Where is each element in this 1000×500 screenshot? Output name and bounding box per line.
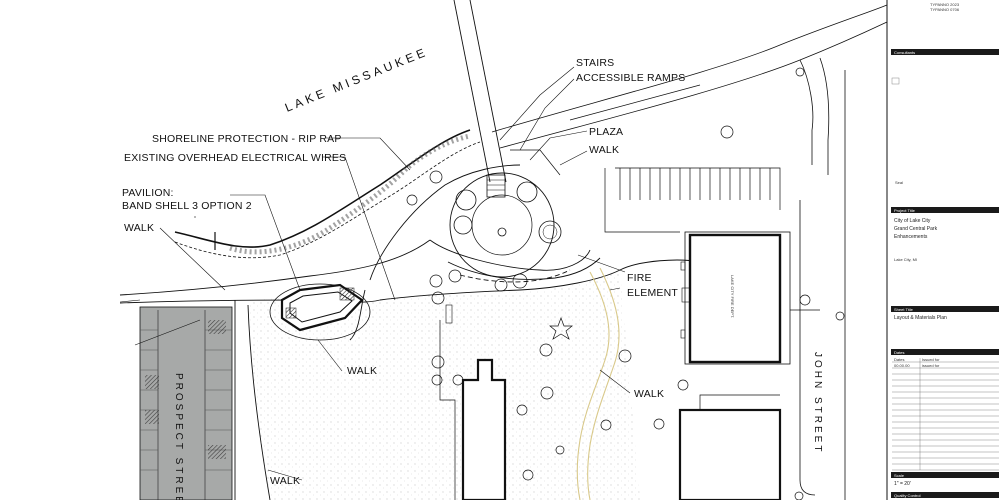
bench (445, 304, 453, 324)
pavilion-label-line2: BAND SHELL 3 OPTION 2 (122, 200, 252, 212)
plaza-label: PLAZA (589, 126, 623, 138)
seal-heading: Seal (895, 180, 903, 185)
lower-right-building (678, 394, 782, 500)
central-long-building (461, 358, 507, 500)
prospect-street-label: PROSPECT STREET (173, 373, 184, 500)
prospect-street-parking (119, 299, 233, 500)
center-walk-label: WALK (634, 388, 664, 400)
plaza (449, 149, 562, 278)
quality-control-header-bar (891, 492, 999, 498)
dates-col-issued: Issued for (922, 357, 940, 362)
fire-element-label-line2: ELEMENT (627, 287, 678, 299)
project-title-header-bar (891, 207, 999, 213)
callout-leaders (159, 66, 631, 481)
project-title-line1: City of Lake City (894, 218, 931, 224)
bottom-walk-label: WALK (270, 475, 300, 487)
left-walk-label: WALK (124, 222, 154, 234)
upper-roads (491, 4, 888, 175)
stairs-label: STAIRS (576, 57, 614, 69)
fire-element-label-line1: FIRE (627, 272, 652, 284)
project-title-line3: Enhancements (894, 234, 928, 240)
shoreline-protection-label: SHORELINE PROTECTION - RIP RAP (152, 133, 342, 145)
plaza-walk-label: WALK (589, 144, 619, 156)
lawn-area (250, 270, 640, 500)
upper-parking-lot (604, 167, 781, 233)
title-block: TYPANNO 2023 TYPANNO 0706 Consultants Se… (886, 0, 999, 500)
shoreline-riprap (174, 129, 481, 259)
consultants-heading: Consultants (894, 50, 915, 55)
lake-name-label: LAKE MISSAUKEE (283, 44, 430, 114)
star-shrub (549, 317, 573, 340)
dates-col-dates: Dates (894, 357, 904, 362)
consultants-header-bar (891, 49, 999, 55)
accessible-ramps-label: ACCESSIBLE RAMPS (576, 72, 685, 84)
scale-heading: Scale (894, 473, 905, 478)
date-value: 00.00.00 (894, 363, 910, 368)
dates-header-bar (891, 349, 999, 355)
scale-value: 1" = 20' (894, 481, 911, 487)
main-walk-paths (119, 164, 701, 500)
fire-department-building: LAKE CITY FIRE DEPT. (680, 231, 791, 365)
trees (406, 67, 845, 500)
issued-value: issued for (922, 363, 940, 368)
dates-table (892, 358, 999, 471)
sheet-title-header-bar (891, 306, 999, 312)
sheet-title: Layout & Materials Plan (894, 315, 947, 321)
west-walkway (439, 320, 456, 500)
john-street-label: JOHN STREET (812, 352, 823, 454)
john-street-edges (790, 70, 846, 500)
svg-text:TYPANNO 2023: TYPANNO 2023 (930, 2, 960, 7)
scale-header-bar (891, 472, 999, 478)
sheet-title-heading: Sheet Title (894, 307, 914, 312)
project-location: Lake City, MI (894, 257, 917, 262)
project-title-heading: Project Title (894, 208, 916, 213)
dates-heading: Dates (894, 350, 904, 355)
quality-control-heading: Quality Control (894, 493, 921, 498)
svg-text:TYPANNO 0706: TYPANNO 0706 (930, 7, 960, 12)
pavilion-label-line1: PAVILION: (122, 187, 174, 199)
pavilion-band-shell (269, 283, 371, 341)
overhead-wires-label: EXISTING OVERHEAD ELECTRICAL WIRES (124, 152, 346, 164)
pavilion-walk-label: WALK (347, 365, 377, 377)
meandering-path (576, 267, 620, 500)
pier (453, 0, 507, 183)
fire-dept-label: LAKE CITY FIRE DEPT. (730, 275, 735, 318)
project-title-line2: Grand Central Park (894, 226, 938, 232)
